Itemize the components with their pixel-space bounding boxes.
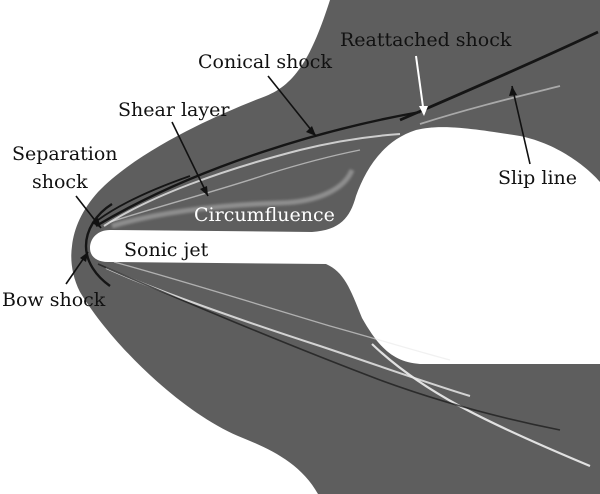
leader-bow-shock [65,251,89,285]
circumfluence-band [111,168,355,229]
label-shear-layer: Shear layer [118,99,230,121]
separation-shock [97,175,191,221]
leader-slip-line [509,85,531,165]
leader-separation-shock [75,195,102,229]
lower-slip-line [97,263,561,431]
leader-reattached-shock [415,55,428,116]
label-circumfluence: Circumfluence [194,204,335,226]
label-reattached-shock: Reattached shock [340,29,512,51]
slip-line-streak [419,85,561,125]
lower-streak-2 [113,261,451,361]
label-slip-line: Slip line [498,167,577,189]
leader-shear-layer [171,121,209,197]
label-sonic-jet: Sonic jet [124,239,209,261]
label-conical-shock: Conical shock [198,51,332,73]
leader-sonic-jet [104,240,127,262]
label-separation-shock-line2: shock [32,171,88,193]
leader-conical-shock [267,75,317,137]
body-geometry [90,127,600,364]
label-separation-shock-line1: Separation [12,143,118,165]
shear-layer-streak-2 [109,149,361,223]
shear-layer-streak-1 [103,133,401,227]
label-bow-shock: Bow shock [2,289,106,311]
conical-shock [95,110,421,228]
bow-shock [84,202,113,287]
